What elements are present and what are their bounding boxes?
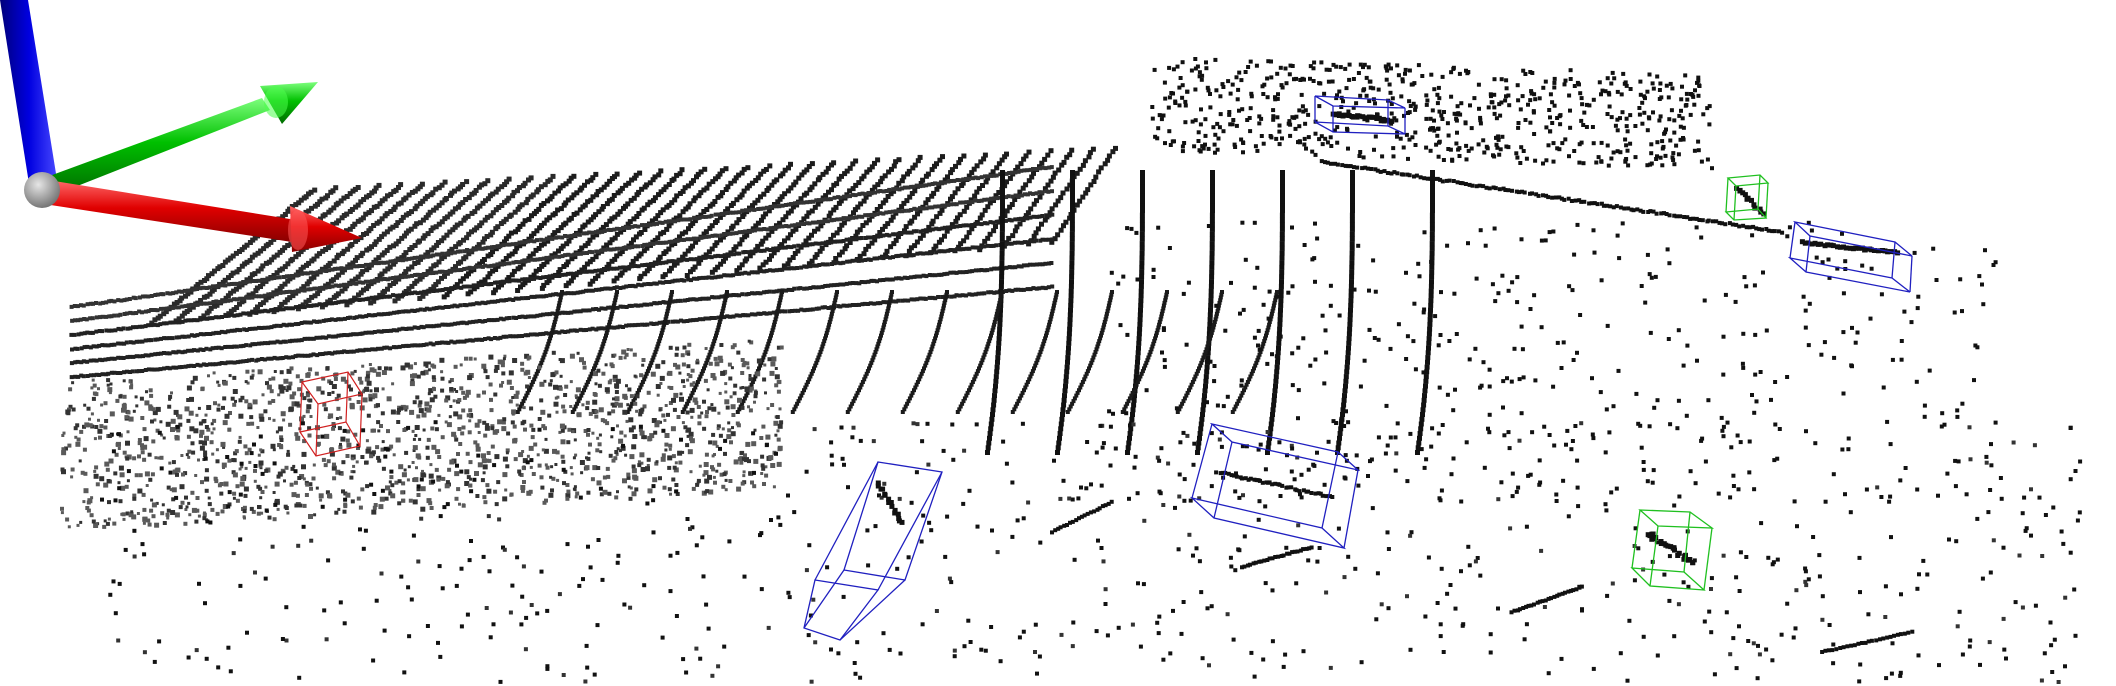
bbox-car-far[interactable] [1314,95,1406,135]
bbox-car-near[interactable] [803,461,943,641]
bbox-pedestrian-near[interactable] [1630,509,1715,591]
lidar-point-cloud [60,57,2083,684]
bbox-pedestrian-far[interactable] [1724,174,1770,221]
z-axis-arrow [0,0,58,190]
y-axis-arrow [44,82,318,196]
bbox-car-center[interactable] [1189,422,1361,550]
bounding-boxes [299,95,1913,641]
origin-sphere [24,172,60,208]
x-axis-arrow [44,180,362,252]
bbox-car-right[interactable] [1787,220,1913,293]
coordinate-axes [0,0,362,252]
bbox-cyclist[interactable] [299,371,363,457]
